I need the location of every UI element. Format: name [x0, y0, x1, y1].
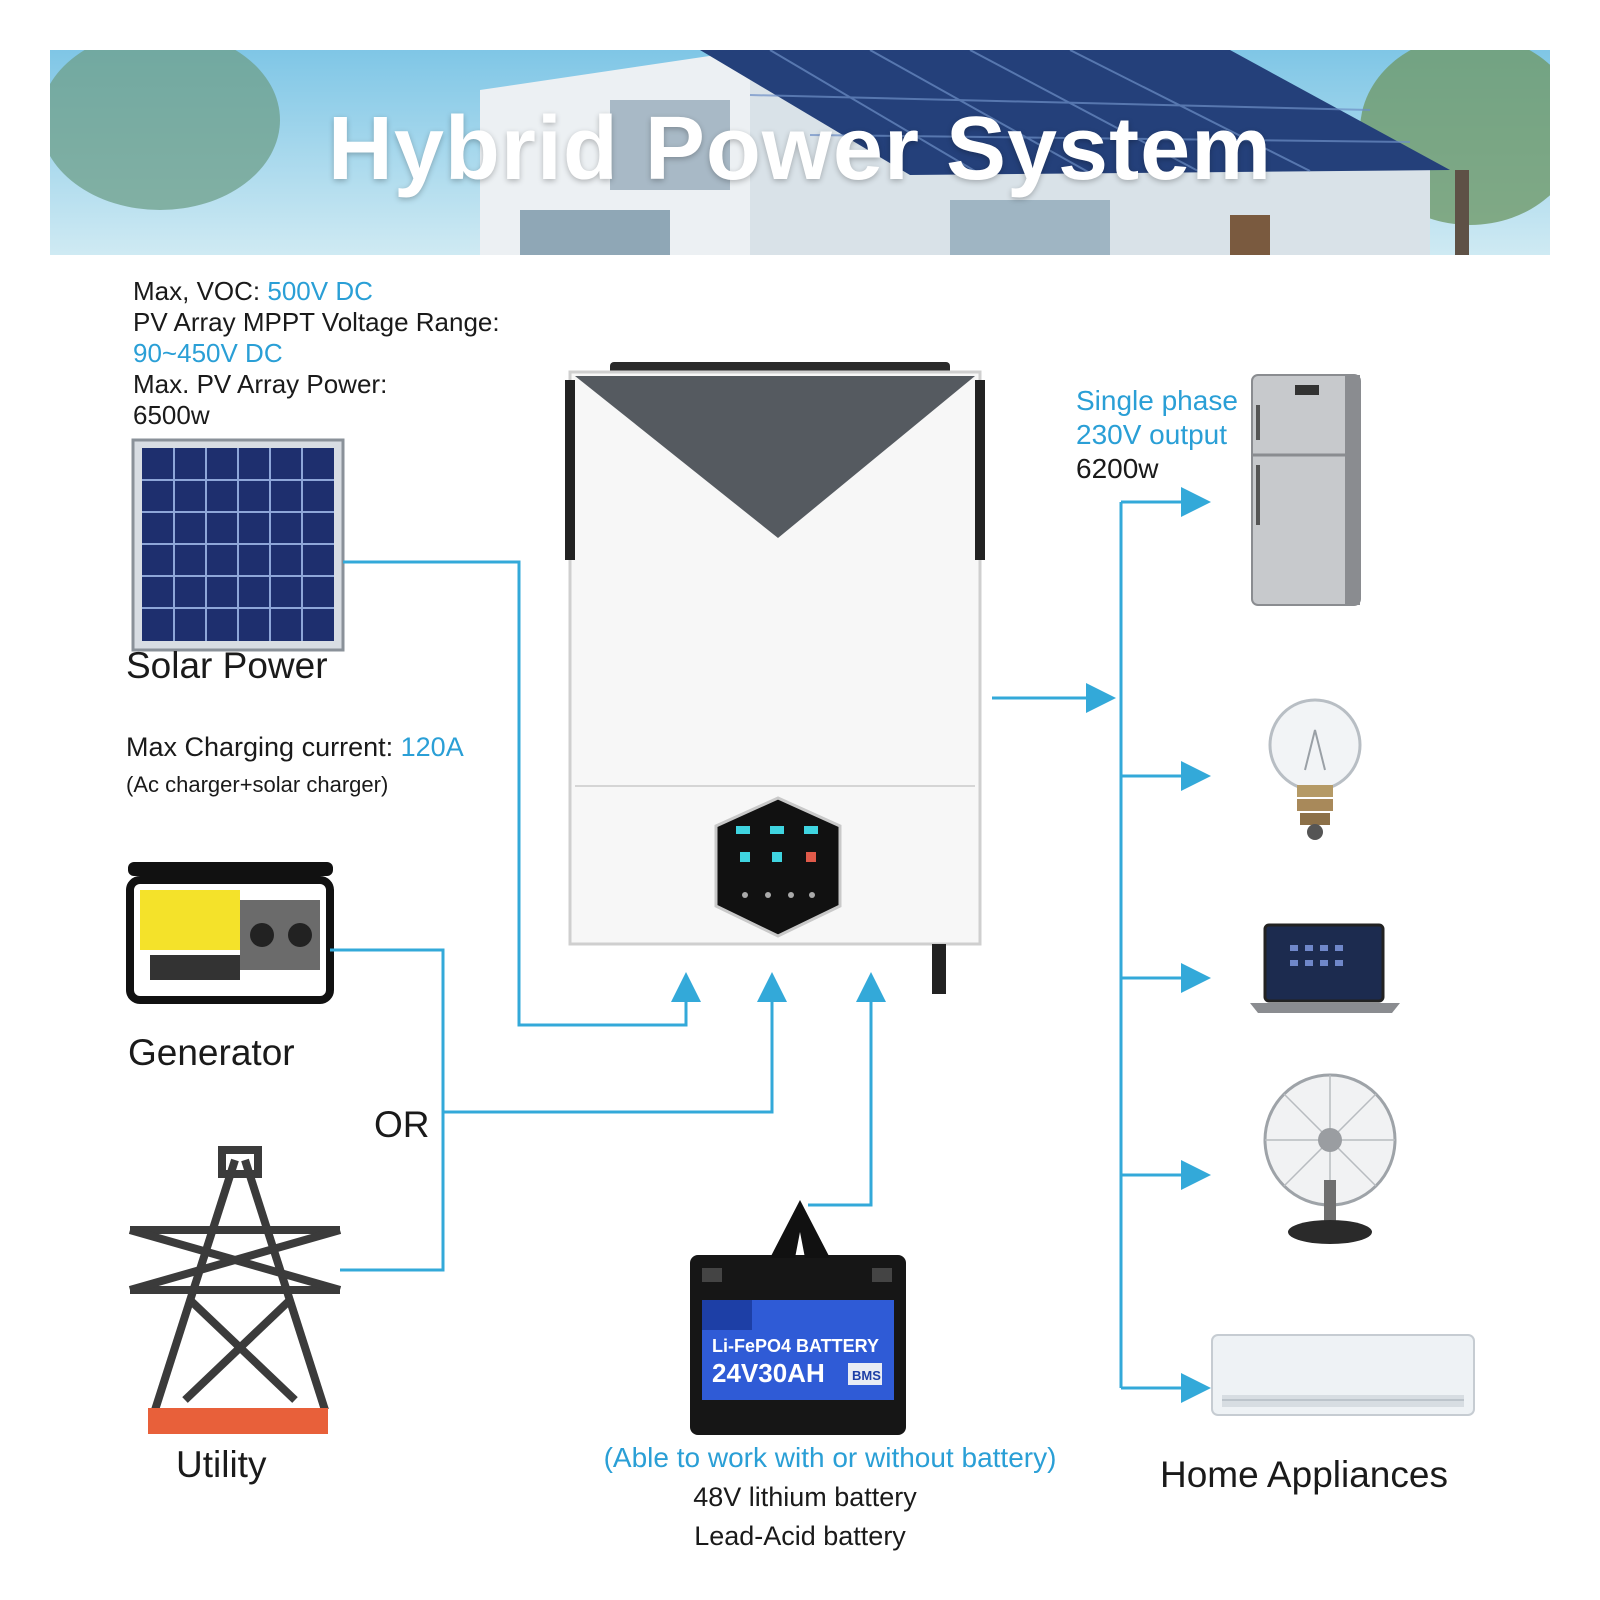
output-power: 6200w — [1076, 453, 1159, 484]
air-conditioner-icon — [1211, 1334, 1475, 1416]
or-label: OR — [374, 1104, 430, 1145]
mppt-label: PV Array MPPT Voltage Range: — [133, 307, 500, 337]
solar-specs: Max, VOC: 500V DC PV Array MPPT Voltage … — [133, 276, 583, 431]
solar-power-label: Solar Power — [126, 645, 328, 686]
phase-line1: Single phase — [1076, 385, 1238, 416]
battery-product-line1: Li-FePO4 BATTERY — [712, 1336, 879, 1356]
refrigerator-icon — [1251, 374, 1361, 606]
charging-label: Max Charging current: — [126, 732, 394, 762]
tower-base — [148, 1408, 328, 1434]
hybrid-inverter-icon — [565, 362, 985, 994]
generator-icon — [126, 862, 334, 1004]
battery-type-lead-acid: Lead-Acid battery — [694, 1521, 906, 1551]
solar-to-inverter-line — [343, 560, 701, 1027]
phase-line2: 230V output — [1076, 419, 1228, 450]
battery-bms-badge: BMS — [852, 1368, 881, 1383]
laptop-icon — [1250, 923, 1400, 1013]
charging-value: 120A — [400, 732, 464, 762]
battery-type-lithium: 48V lithium battery — [693, 1482, 917, 1512]
generator-label: Generator — [128, 1032, 295, 1073]
output-specs: Single phase 230V output 6200w — [1076, 384, 1238, 486]
home-appliances-label: Home Appliances — [1160, 1454, 1448, 1495]
pv-power-value: 6500w — [133, 400, 210, 430]
utility-label: Utility — [176, 1444, 267, 1485]
header-banner: Hybrid Power System — [50, 50, 1550, 255]
desk-fan-icon — [1263, 1073, 1397, 1244]
battery-icon: Li-FePO4 BATTERY 24V30AH BMS — [690, 1200, 906, 1435]
voc-value: 500V DC — [267, 276, 373, 306]
solar-panel-icon — [131, 438, 345, 652]
utility-tower-icon — [128, 1146, 342, 1412]
battery-to-inverter-line — [808, 972, 886, 1207]
mppt-value: 90~450V DC — [133, 338, 283, 368]
charging-current: Max Charging current: 120A — [126, 732, 464, 763]
banner-title: Hybrid Power System — [327, 99, 1273, 199]
pv-power-label: Max. PV Array Power: — [133, 369, 388, 399]
light-bulb-icon — [1268, 698, 1362, 840]
grid-to-inverter-line — [443, 972, 787, 1114]
generator-utility-line — [330, 948, 445, 1272]
battery-optional-note: (Able to work with or without battery) — [603, 1442, 1057, 1473]
battery-product-line2: 24V30AH — [712, 1358, 825, 1388]
voc-label: Max, VOC: — [133, 276, 261, 306]
house-background-illustration — [50, 50, 1550, 255]
charging-note: (Ac charger+solar charger) — [126, 772, 389, 797]
connection-lines — [330, 487, 1211, 1403]
